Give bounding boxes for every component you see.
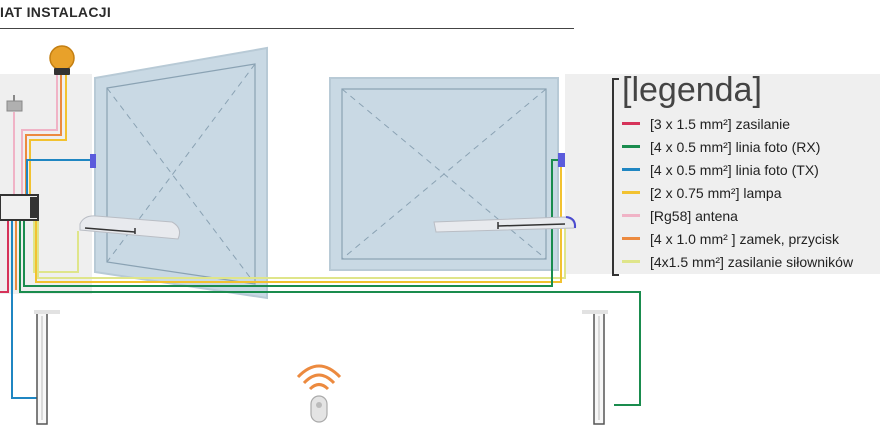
- wire-photo-rx-post: [19, 220, 641, 406]
- legend: [legenda] [3 x 1.5 mm²] zasilanie [4 x 0…: [612, 71, 880, 276]
- legend-label: [4x1.5 mm²] zasilanie siłowników: [650, 253, 854, 270]
- legend-label: [4 x 0.5 mm²] linia foto (TX): [650, 161, 819, 178]
- legend-label: [4 x 0.5 mm²] linia foto (RX): [650, 138, 821, 155]
- legend-swatch: [622, 122, 640, 125]
- control-box-icon: [0, 194, 39, 221]
- page-title: IAT INSTALACJI: [0, 4, 112, 20]
- wire-lamp-yellow: [29, 74, 67, 195]
- legend-item: [2 x 0.75 mm²] lampa: [622, 181, 880, 204]
- wire-photo-tx-post: [11, 220, 40, 399]
- legend-label: [2 x 0.75 mm²] lampa: [650, 184, 782, 201]
- legend-item: [4x1.5 mm²] zasilanie siłowników: [622, 250, 880, 273]
- wiring: [0, 74, 641, 406]
- wire-lamp-pink: [21, 74, 58, 195]
- gate-leaf-right: [329, 77, 559, 271]
- legend-list: [3 x 1.5 mm²] zasilanie [4 x 0.5 mm²] li…: [622, 112, 880, 273]
- photocell-tx-icon: [90, 154, 96, 168]
- gate-leaf-left: [94, 46, 268, 300]
- legend-item: [4 x 0.5 mm²] linia foto (RX): [622, 135, 880, 158]
- legend-label: [4 x 1.0 mm² ] zamek, przycisk: [650, 230, 840, 247]
- legend-item: [Rg58] antena: [622, 204, 880, 227]
- wire-actuator-right: [37, 220, 566, 279]
- legend-swatch: [622, 168, 640, 171]
- legend-item: [4 x 1.0 mm² ] zamek, przycisk: [622, 227, 880, 250]
- legend-swatch: [622, 191, 640, 194]
- wire-actuator-left: [33, 220, 79, 273]
- post-cap-left: [34, 310, 60, 314]
- post-cap-right: [582, 310, 608, 314]
- remote-control-icon: [296, 364, 342, 423]
- gate-post-right: [593, 311, 605, 425]
- legend-swatch: [622, 145, 640, 148]
- antenna-icon: [6, 95, 23, 112]
- legend-label: [3 x 1.5 mm²] zasilanie: [650, 115, 791, 132]
- legend-item: [4 x 0.5 mm²] linia foto (TX): [622, 158, 880, 181]
- legend-title: [legenda]: [622, 71, 762, 109]
- legend-swatch: [622, 214, 640, 217]
- photocell-rx-icon: [558, 153, 565, 167]
- legend-bracket: [612, 78, 619, 276]
- wire-photo-rx-right: [23, 159, 560, 287]
- wire-supply: [0, 220, 9, 293]
- title-rule: [0, 28, 574, 29]
- gate-post-left: [36, 311, 48, 425]
- legend-label: [Rg58] antena: [650, 207, 738, 224]
- post-area-right: [565, 74, 880, 274]
- actuator-right-icon: [433, 216, 577, 233]
- legend-swatch: [622, 237, 640, 240]
- warning-lamp-icon: [49, 45, 75, 75]
- legend-swatch: [622, 260, 640, 263]
- legend-item: [3 x 1.5 mm²] zasilanie: [622, 112, 880, 135]
- wire-photo-tx-left: [26, 159, 93, 195]
- actuator-left-icon: [79, 215, 180, 240]
